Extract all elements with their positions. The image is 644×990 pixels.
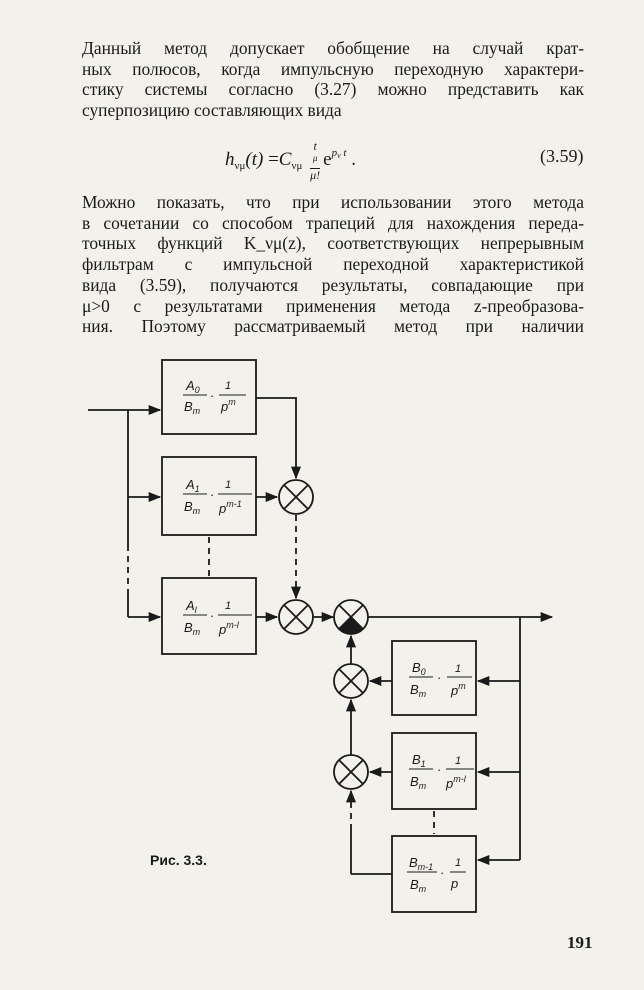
svg-text:Al: Al xyxy=(185,598,198,615)
formula-arg: (t) xyxy=(245,148,264,170)
block-a0 xyxy=(161,359,257,435)
block-b1-label: B1 Bm · 1 pm-l xyxy=(409,752,474,791)
svg-text:1: 1 xyxy=(455,663,461,675)
formula-coef: C xyxy=(278,148,292,170)
summer-1 xyxy=(278,479,314,515)
text-line: суперпозицию составляющих вида xyxy=(82,100,342,121)
equation-number: (3.59) xyxy=(540,146,584,166)
svg-text:1: 1 xyxy=(225,479,231,491)
formula-exp-base: e xyxy=(323,148,332,170)
block-a1 xyxy=(161,456,257,536)
svg-text:·: · xyxy=(440,865,444,880)
text-line: ния. Поэтому рассматриваемый метод при н… xyxy=(82,316,584,337)
text-line: стику системы согласно (3.27) можно пред… xyxy=(82,79,584,100)
formula-num-sup: μ xyxy=(312,153,318,163)
svg-text:Bm: Bm xyxy=(410,774,427,791)
formula-num: t xyxy=(313,139,317,153)
block-b1 xyxy=(391,732,477,810)
formula-exp-sup: pν t xyxy=(331,146,347,160)
formula-equals: = xyxy=(268,148,279,170)
page-number: 191 xyxy=(567,933,593,952)
svg-text:A1: A1 xyxy=(185,477,200,494)
paragraph-intro: Данный метод допускает обобщение на случ… xyxy=(82,38,584,121)
block-b0-label: B0 Bm · 1 pm xyxy=(409,660,472,699)
svg-text:·: · xyxy=(210,608,214,623)
formula-exp-sub: ν xyxy=(337,150,341,160)
svg-text:1: 1 xyxy=(455,755,461,767)
a0-num: A0 xyxy=(185,378,200,395)
text-line: в сочетании со способом трапеций для нах… xyxy=(82,212,584,233)
text-line: точных функций K_νμ(z), соответствующих … xyxy=(82,233,584,254)
text-line: μ>0 с результатами применения метода z-п… xyxy=(82,295,584,316)
formula-lhs: h xyxy=(225,148,235,170)
formula-den: μ! xyxy=(310,168,321,182)
block-b0 xyxy=(391,640,477,716)
svg-text:pm-1: pm-1 xyxy=(218,499,242,516)
svg-text:Bm: Bm xyxy=(184,620,201,637)
text-line: фильтрам с импульсной переходной характе… xyxy=(82,254,584,275)
a0-pnum: 1 xyxy=(225,380,231,392)
svg-text:Bm: Bm xyxy=(410,682,427,699)
text-line: Данный метод допускает обобщение на случ… xyxy=(82,38,584,58)
svg-text:p: p xyxy=(450,876,458,891)
svg-text:1: 1 xyxy=(455,857,461,869)
block-a0-label: A0 Bm · 1 pm xyxy=(183,378,246,416)
a0-den: Bm xyxy=(184,399,201,416)
svg-text:B0: B0 xyxy=(412,660,426,677)
svg-text:B1: B1 xyxy=(412,752,426,769)
svg-text:Bm: Bm xyxy=(184,499,201,516)
svg-text:pm-l: pm-l xyxy=(445,774,467,791)
svg-text:·: · xyxy=(437,670,441,685)
block-bm1 xyxy=(391,835,477,913)
figure-caption: Рис. 3.3. xyxy=(150,852,207,868)
block-al-label: Al Bm · 1 pm-l xyxy=(183,598,252,637)
text-line: Можно показать, что при использовании эт… xyxy=(82,192,584,212)
negative-sector-icon xyxy=(339,617,363,634)
paragraph-main: Можно показать, что при использовании эт… xyxy=(82,192,584,337)
block-bm1-label: Bm-1 Bm · 1 p xyxy=(407,855,466,894)
a0-pden: pm xyxy=(220,397,236,414)
block-a1-label: A1 Bm · 1 pm-1 xyxy=(183,477,252,516)
text-line: ных полюсов, когда импульсную переходную… xyxy=(82,58,584,79)
formula-lhs-sub: νμ xyxy=(234,159,246,172)
text-line: вида (3.59), получаются результаты, совп… xyxy=(82,274,584,295)
svg-text:·: · xyxy=(437,762,441,777)
svg-text:pm-l: pm-l xyxy=(218,620,240,637)
svg-text:Bm-1: Bm-1 xyxy=(409,855,433,872)
dot: · xyxy=(210,388,214,403)
svg-text:1: 1 xyxy=(225,600,231,612)
block-al xyxy=(161,577,257,655)
formula-dot: . xyxy=(351,148,356,170)
svg-text:·: · xyxy=(210,487,214,502)
formula-exp-p: p xyxy=(331,146,338,159)
svg-text:pm: pm xyxy=(450,681,466,698)
formula-exp-t: t xyxy=(343,146,347,159)
formula-coef-sub: νμ xyxy=(291,159,303,172)
svg-text:Bm: Bm xyxy=(410,877,427,894)
